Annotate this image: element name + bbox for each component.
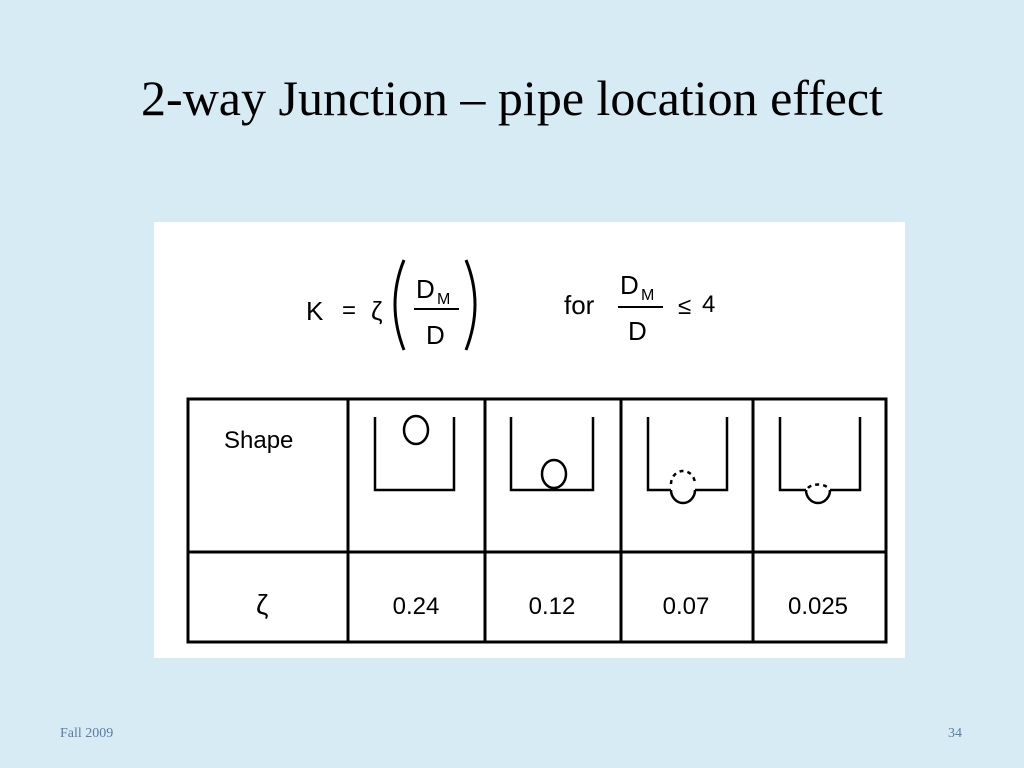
condition-numerator: D: [620, 270, 639, 300]
condition-denominator: D: [628, 316, 647, 346]
page-number: 34: [948, 726, 962, 741]
loss-coefficient-table: Shape ζ: [186, 397, 888, 644]
condition-numerator-subscript: M: [641, 287, 654, 304]
formula-zeta: ζ: [371, 296, 382, 326]
zeta-value-1: 0.24: [393, 593, 440, 620]
condition-operator: ≤: [678, 293, 691, 320]
junction-loss-figure: K = ζ D M D for D M D ≤ 4: [154, 222, 905, 658]
formula-numerator-subscript: M: [437, 291, 450, 308]
formula-equals: =: [342, 297, 356, 324]
row-header-shape: Shape: [224, 427, 293, 454]
formula-numerator: D: [416, 274, 435, 304]
shape-pipe-above-bottom: [373, 414, 456, 492]
shape-pipe-on-bottom: [509, 417, 595, 492]
condition-value: 4: [702, 291, 715, 318]
slide-title: 2-way Junction – pipe location effect: [141, 70, 883, 126]
zeta-value-4: 0.025: [788, 593, 848, 620]
formula-right-paren: [464, 259, 477, 351]
formula-lhs: K: [306, 296, 324, 326]
condition-for: for: [564, 290, 595, 320]
row-header-zeta: ζ: [256, 589, 268, 620]
loss-formula: K = ζ D M D for D M D ≤ 4: [306, 259, 715, 351]
formula-denominator: D: [426, 320, 445, 350]
figure-canvas: K = ζ D M D for D M D ≤ 4: [186, 259, 888, 644]
zeta-value-2: 0.12: [529, 593, 576, 620]
footer-term: Fall 2009: [60, 726, 114, 741]
zeta-value-3: 0.07: [663, 593, 710, 620]
shape-pipe-below-bottom: [778, 417, 862, 505]
formula-left-paren: [393, 259, 406, 351]
table-border: [186, 397, 888, 644]
shape-pipe-half-below-bottom: [646, 417, 729, 505]
